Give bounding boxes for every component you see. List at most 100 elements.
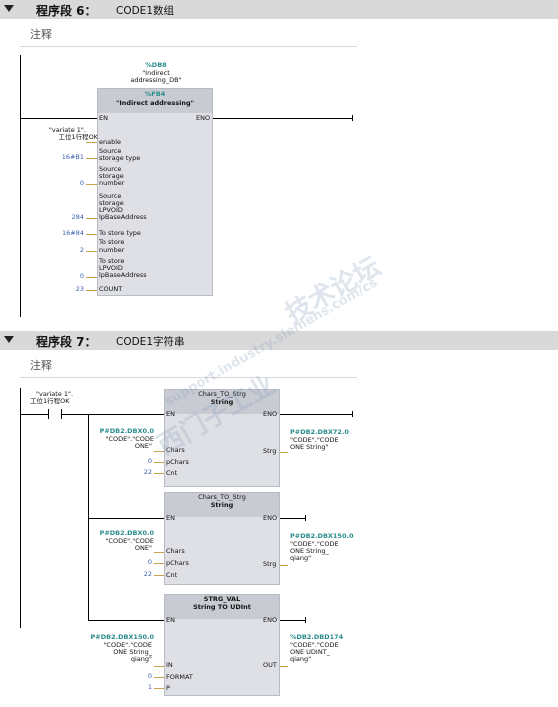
wire-to-lp [86,277,97,278]
db-address: %DB8 [145,61,167,69]
b2-eno: ENO [263,514,278,522]
input-enable-1[interactable]: "variate 1". [48,126,86,134]
b1-out-2[interactable]: ONE String" [290,443,329,451]
db-name-2: addressing_DB" [130,76,182,84]
b3-wire-out [280,666,288,667]
b3-in-2[interactable]: ONE String_ [113,648,152,656]
db-name-1: "Indirect [142,69,170,77]
segment-6-comment[interactable]: 注释 [20,21,357,47]
wire-src-type [86,158,97,159]
b2-pin-pchars: pChars [166,559,189,567]
segment-7-name[interactable]: CODE1字符串 [116,336,185,348]
pin-src-type-2: storage type [99,154,141,162]
collapse-triangle-icon[interactable] [4,336,14,343]
b1-cnt[interactable]: 22 [143,468,152,476]
b2-out-1[interactable]: "CODE"."CODE [290,540,339,548]
fb-address: %FB4 [144,90,166,98]
b2-wire-cnt [154,575,164,576]
fc-header [165,493,279,517]
b1-in-2[interactable]: ONE" [134,442,152,450]
b1-pchars[interactable]: 0 [147,457,152,465]
pin-src-num-2: storage [99,172,124,180]
b3-in-3[interactable]: qiang" [130,655,152,663]
input-src-lp[interactable]: 284 [71,213,84,221]
b3-pin-in: IN [166,661,173,669]
pin-to-lp-3: lpBaseAddress [99,271,147,279]
fb-indirect-addressing[interactable] [97,88,213,296]
input-src-type[interactable]: 16#B1 [61,153,84,161]
segment-7-comment[interactable]: 注释 [20,352,357,378]
input-to-num[interactable]: 2 [79,246,84,254]
input-count[interactable]: 23 [75,285,84,293]
b1-eno: ENO [263,410,278,418]
b1-pin-cnt: Cnt [166,469,178,477]
fc-strg-val[interactable] [164,594,280,696]
b3-p[interactable]: 1 [147,683,152,691]
b3-title-1: STRG_VAL [203,595,241,603]
wire-end-b1 [352,411,353,417]
input-to-lp[interactable]: 0 [79,272,84,280]
pin-src-lp-1: Source [99,192,122,200]
b2-title-1: Chars_TO_Strg [198,493,246,501]
contact-label-2: 工位1行程OK [30,397,70,405]
segment-6-title: 程序段 6： [36,4,97,18]
b3-out-2[interactable]: ONE UDINT_ [290,648,330,656]
pin-src-lp-2: storage [99,199,124,207]
segment-7-header[interactable]: 程序段 7： CODE1字符串 [0,331,558,350]
b2-out-addr[interactable]: P#DB2.DBX150.0 [290,532,354,540]
fc-chars-to-strg-1[interactable] [164,389,280,487]
pin-to-lp-1: To store [99,257,125,265]
b1-wire-chars [154,451,164,452]
branch-2 [88,518,164,519]
input-to-type[interactable]: 16#84 [62,229,84,237]
pin-count: COUNT [99,285,123,293]
b3-in-addr[interactable]: P#DB2.DBX150.0 [90,633,154,641]
pin-to-lp-2: LPVOID [99,264,123,272]
segment-6-name[interactable]: CODE1数组 [116,5,174,17]
b3-eno: ENO [263,616,278,624]
b2-wire-pchars [154,563,164,564]
comment-label: 注释 [30,359,52,372]
b3-out-1[interactable]: "CODE"."CODE [290,641,339,649]
b3-wire-p [154,688,164,689]
input-enable-2[interactable]: 工位1行程OK [58,133,98,141]
b2-in-2[interactable]: ONE" [134,544,152,552]
pin-src-lp-3: LPVOID [99,206,123,214]
wire-6-en [20,118,98,119]
b3-out-3[interactable]: qiang" [290,655,312,663]
b3-pin-format: FORMAT [166,673,193,681]
b1-in-1[interactable]: "CODE"."CODE [105,435,154,443]
b2-pin-cnt: Cnt [166,571,178,579]
b2-in-1[interactable]: "CODE"."CODE [105,537,154,545]
b2-out-3[interactable]: qiang" [290,554,312,562]
pin-to-num-2: number [99,246,125,254]
b2-pin-strg: Strg [263,560,277,568]
b1-out-1[interactable]: "CODE"."CODE [290,436,339,444]
b1-wire-cnt [154,473,164,474]
b2-in-addr[interactable]: P#DB2.DBX0.0 [99,529,154,537]
fc-chars-to-strg-2[interactable] [164,492,280,585]
wire-src-lp [86,218,97,219]
b1-pin-chars: Chars [166,446,185,454]
b1-in-addr[interactable]: P#DB2.DBX0.0 [99,427,154,435]
input-src-num[interactable]: 0 [79,179,84,187]
b2-pchars[interactable]: 0 [147,558,152,566]
b3-format[interactable]: 0 [147,672,152,680]
b1-wire-pchars [154,462,164,463]
contact-no[interactable] [48,409,62,419]
power-rail-7 [20,388,21,628]
wire-src-num [86,184,97,185]
b2-cnt[interactable]: 22 [143,570,152,578]
b3-out-addr[interactable]: %DB2.DBD174 [290,633,344,641]
b3-wire-in [154,666,164,667]
segment-6-header[interactable]: 程序段 6： CODE1数组 [0,0,558,19]
fb-name: "Indirect addressing" [115,99,195,107]
b1-out-addr[interactable]: P#DB2.DBX72.0 [290,428,349,436]
b1-en: EN [166,410,175,418]
b2-out-2[interactable]: ONE String_ [290,547,329,555]
pin-src-lp-4: lpBaseAddress [99,213,147,221]
wire-end-b2 [305,515,306,521]
b3-in-1[interactable]: "CODE"."CODE [103,641,152,649]
collapse-triangle-icon[interactable] [4,5,14,12]
pin-to-num-1: To store [99,238,125,246]
